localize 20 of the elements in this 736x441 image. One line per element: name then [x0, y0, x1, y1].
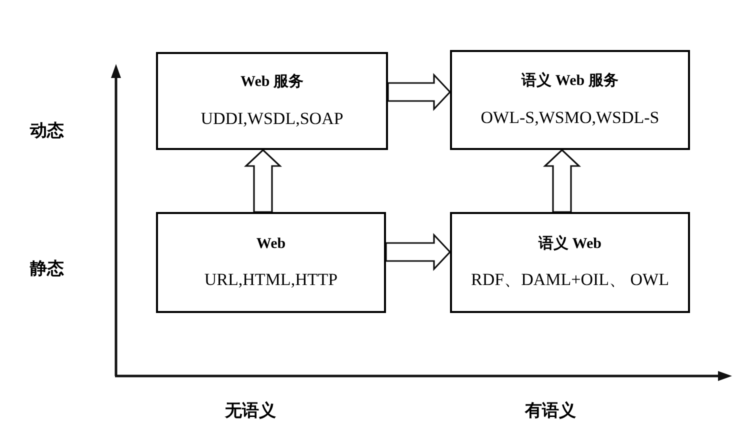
box-title: Web	[256, 234, 286, 254]
box-title: 语义 Web	[538, 234, 602, 254]
block-arrow	[244, 148, 282, 213]
axis-label: 静态	[30, 258, 64, 280]
process-box	[156, 212, 386, 313]
axis-label: 有语义	[525, 400, 576, 422]
axis-label: 动态	[30, 120, 64, 142]
box-text: RDF、DAML+OIL、 OWL	[471, 269, 669, 291]
block-arrow	[542, 148, 582, 213]
axis-label: 无语义	[225, 400, 276, 422]
box-title: 语义 Web 服务	[522, 71, 618, 91]
box-text: UDDI,WSDL,SOAP	[200, 108, 344, 130]
block-arrow	[385, 232, 452, 272]
process-box	[450, 50, 690, 150]
box-title: Web 服务	[240, 72, 304, 92]
box-text: URL,HTML,HTTP	[204, 269, 338, 291]
process-box	[156, 52, 388, 150]
process-box	[450, 212, 690, 313]
block-arrow	[387, 72, 452, 112]
box-text: OWL-S,WSMO,WSDL-S	[480, 106, 660, 128]
